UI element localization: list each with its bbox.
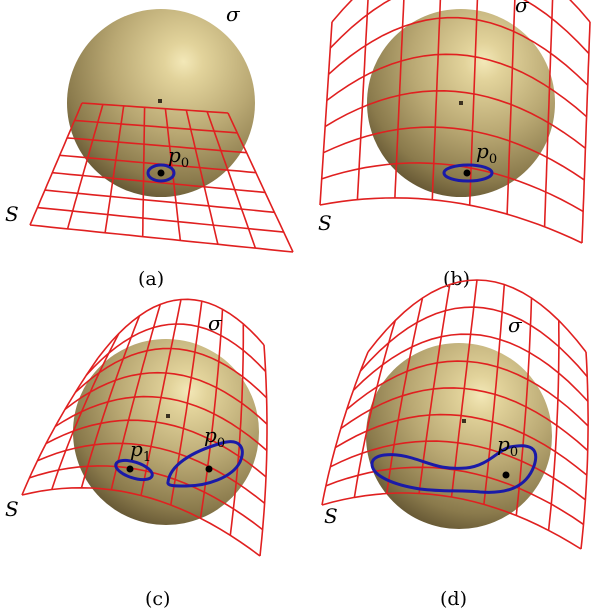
grid-line: [66, 104, 104, 230]
panel-d: p0 σ S (d): [321, 279, 589, 608]
grid-line: [74, 119, 238, 134]
grid-line: [140, 299, 182, 496]
grid-line: [328, 16, 589, 86]
grid-line: [229, 323, 245, 536]
grid-line: [44, 189, 275, 214]
grid-line: [543, 0, 554, 227]
point-symbol: p: [497, 432, 510, 456]
center-marker: [462, 419, 466, 423]
grid-line: [67, 137, 247, 154]
grid-line: [329, 0, 590, 55]
grid-line: [206, 111, 257, 249]
grid-line: [185, 109, 219, 245]
grid-line: [80, 315, 141, 489]
point-subscript: 0: [217, 436, 225, 451]
panel-caption: (c): [145, 588, 170, 608]
grid-line: [353, 320, 397, 498]
point-symbol: p: [204, 423, 217, 447]
point-label: p0: [497, 432, 518, 460]
point-label: p1: [130, 437, 151, 465]
sphere: [73, 339, 259, 525]
sphere-label: σ: [208, 311, 223, 335]
grid-line: [547, 320, 560, 531]
point-dot: [205, 465, 213, 473]
grid-line: [52, 171, 266, 194]
grid-line: [227, 112, 294, 253]
panel-caption: (a): [138, 268, 164, 290]
point-label: p0: [204, 423, 225, 451]
surface-label: S: [318, 211, 332, 235]
grid-line: [170, 300, 203, 506]
surface-label: S: [324, 504, 338, 528]
point-subscript: 1: [143, 450, 151, 465]
grid-surface: [319, 0, 591, 244]
grid-line: [450, 279, 478, 498]
intersection-curve: [442, 163, 494, 183]
grid-line: [468, 0, 479, 206]
point-dot: [157, 169, 165, 177]
panel-c: p1 p0 σ S (c): [5, 298, 268, 608]
grid-line: [319, 197, 583, 244]
grid-line: [431, 0, 442, 200]
grid-line: [37, 206, 284, 233]
grid-line: [259, 344, 268, 557]
point-symbol: p: [130, 437, 143, 461]
intersection-curve: [114, 458, 154, 482]
surface-label: S: [5, 497, 19, 521]
center-marker: [158, 99, 162, 103]
intersection-curve: [146, 163, 176, 183]
grid-surface: [321, 279, 589, 550]
point-symbol: p: [476, 139, 489, 163]
point-dot: [463, 169, 471, 177]
grid-line: [324, 89, 586, 149]
grid-line: [51, 333, 120, 490]
grid-line: [319, 21, 333, 206]
point-subscript: 0: [510, 445, 518, 460]
grid-line: [326, 53, 588, 118]
point-symbol: p: [168, 143, 181, 167]
grid-line: [356, 0, 369, 200]
point-dot: [502, 471, 510, 479]
point-subscript: 0: [489, 152, 497, 167]
intersection-curve: [370, 444, 538, 494]
grid-line: [580, 351, 589, 550]
grid-surface: [21, 298, 268, 557]
grid-line: [418, 284, 451, 494]
surface-label: S: [5, 202, 19, 226]
panel-b: p0 σ S (b): [318, 0, 591, 290]
center-marker: [459, 101, 463, 105]
grid-line: [394, 0, 405, 198]
panel-a: p0 σ S (a): [5, 2, 294, 290]
grid-line: [104, 105, 125, 233]
grid-line: [29, 102, 83, 226]
grid-line: [321, 351, 369, 506]
point-label: p0: [476, 139, 497, 167]
grid-line: [321, 162, 584, 213]
sphere-label: σ: [226, 2, 241, 26]
grid-line: [323, 126, 585, 181]
grid-line: [581, 21, 591, 244]
center-marker: [166, 414, 170, 418]
sphere-label: σ: [515, 0, 530, 17]
grid-line: [141, 107, 146, 237]
grid-line: [386, 297, 424, 494]
point-subscript: 0: [181, 156, 189, 171]
point-label: p0: [168, 143, 189, 171]
grid-line: [515, 297, 533, 516]
grid-line: [110, 304, 162, 490]
grid-line: [21, 357, 99, 496]
grid-line: [29, 224, 294, 253]
sphere-label: σ: [508, 313, 523, 337]
grid-line: [506, 0, 516, 215]
intersection-curve: [166, 440, 244, 488]
grid-line: [483, 284, 506, 505]
grid-line: [81, 102, 229, 114]
point-dot: [126, 465, 134, 473]
panel-caption: (d): [440, 588, 467, 608]
panel-caption: (b): [443, 268, 470, 290]
